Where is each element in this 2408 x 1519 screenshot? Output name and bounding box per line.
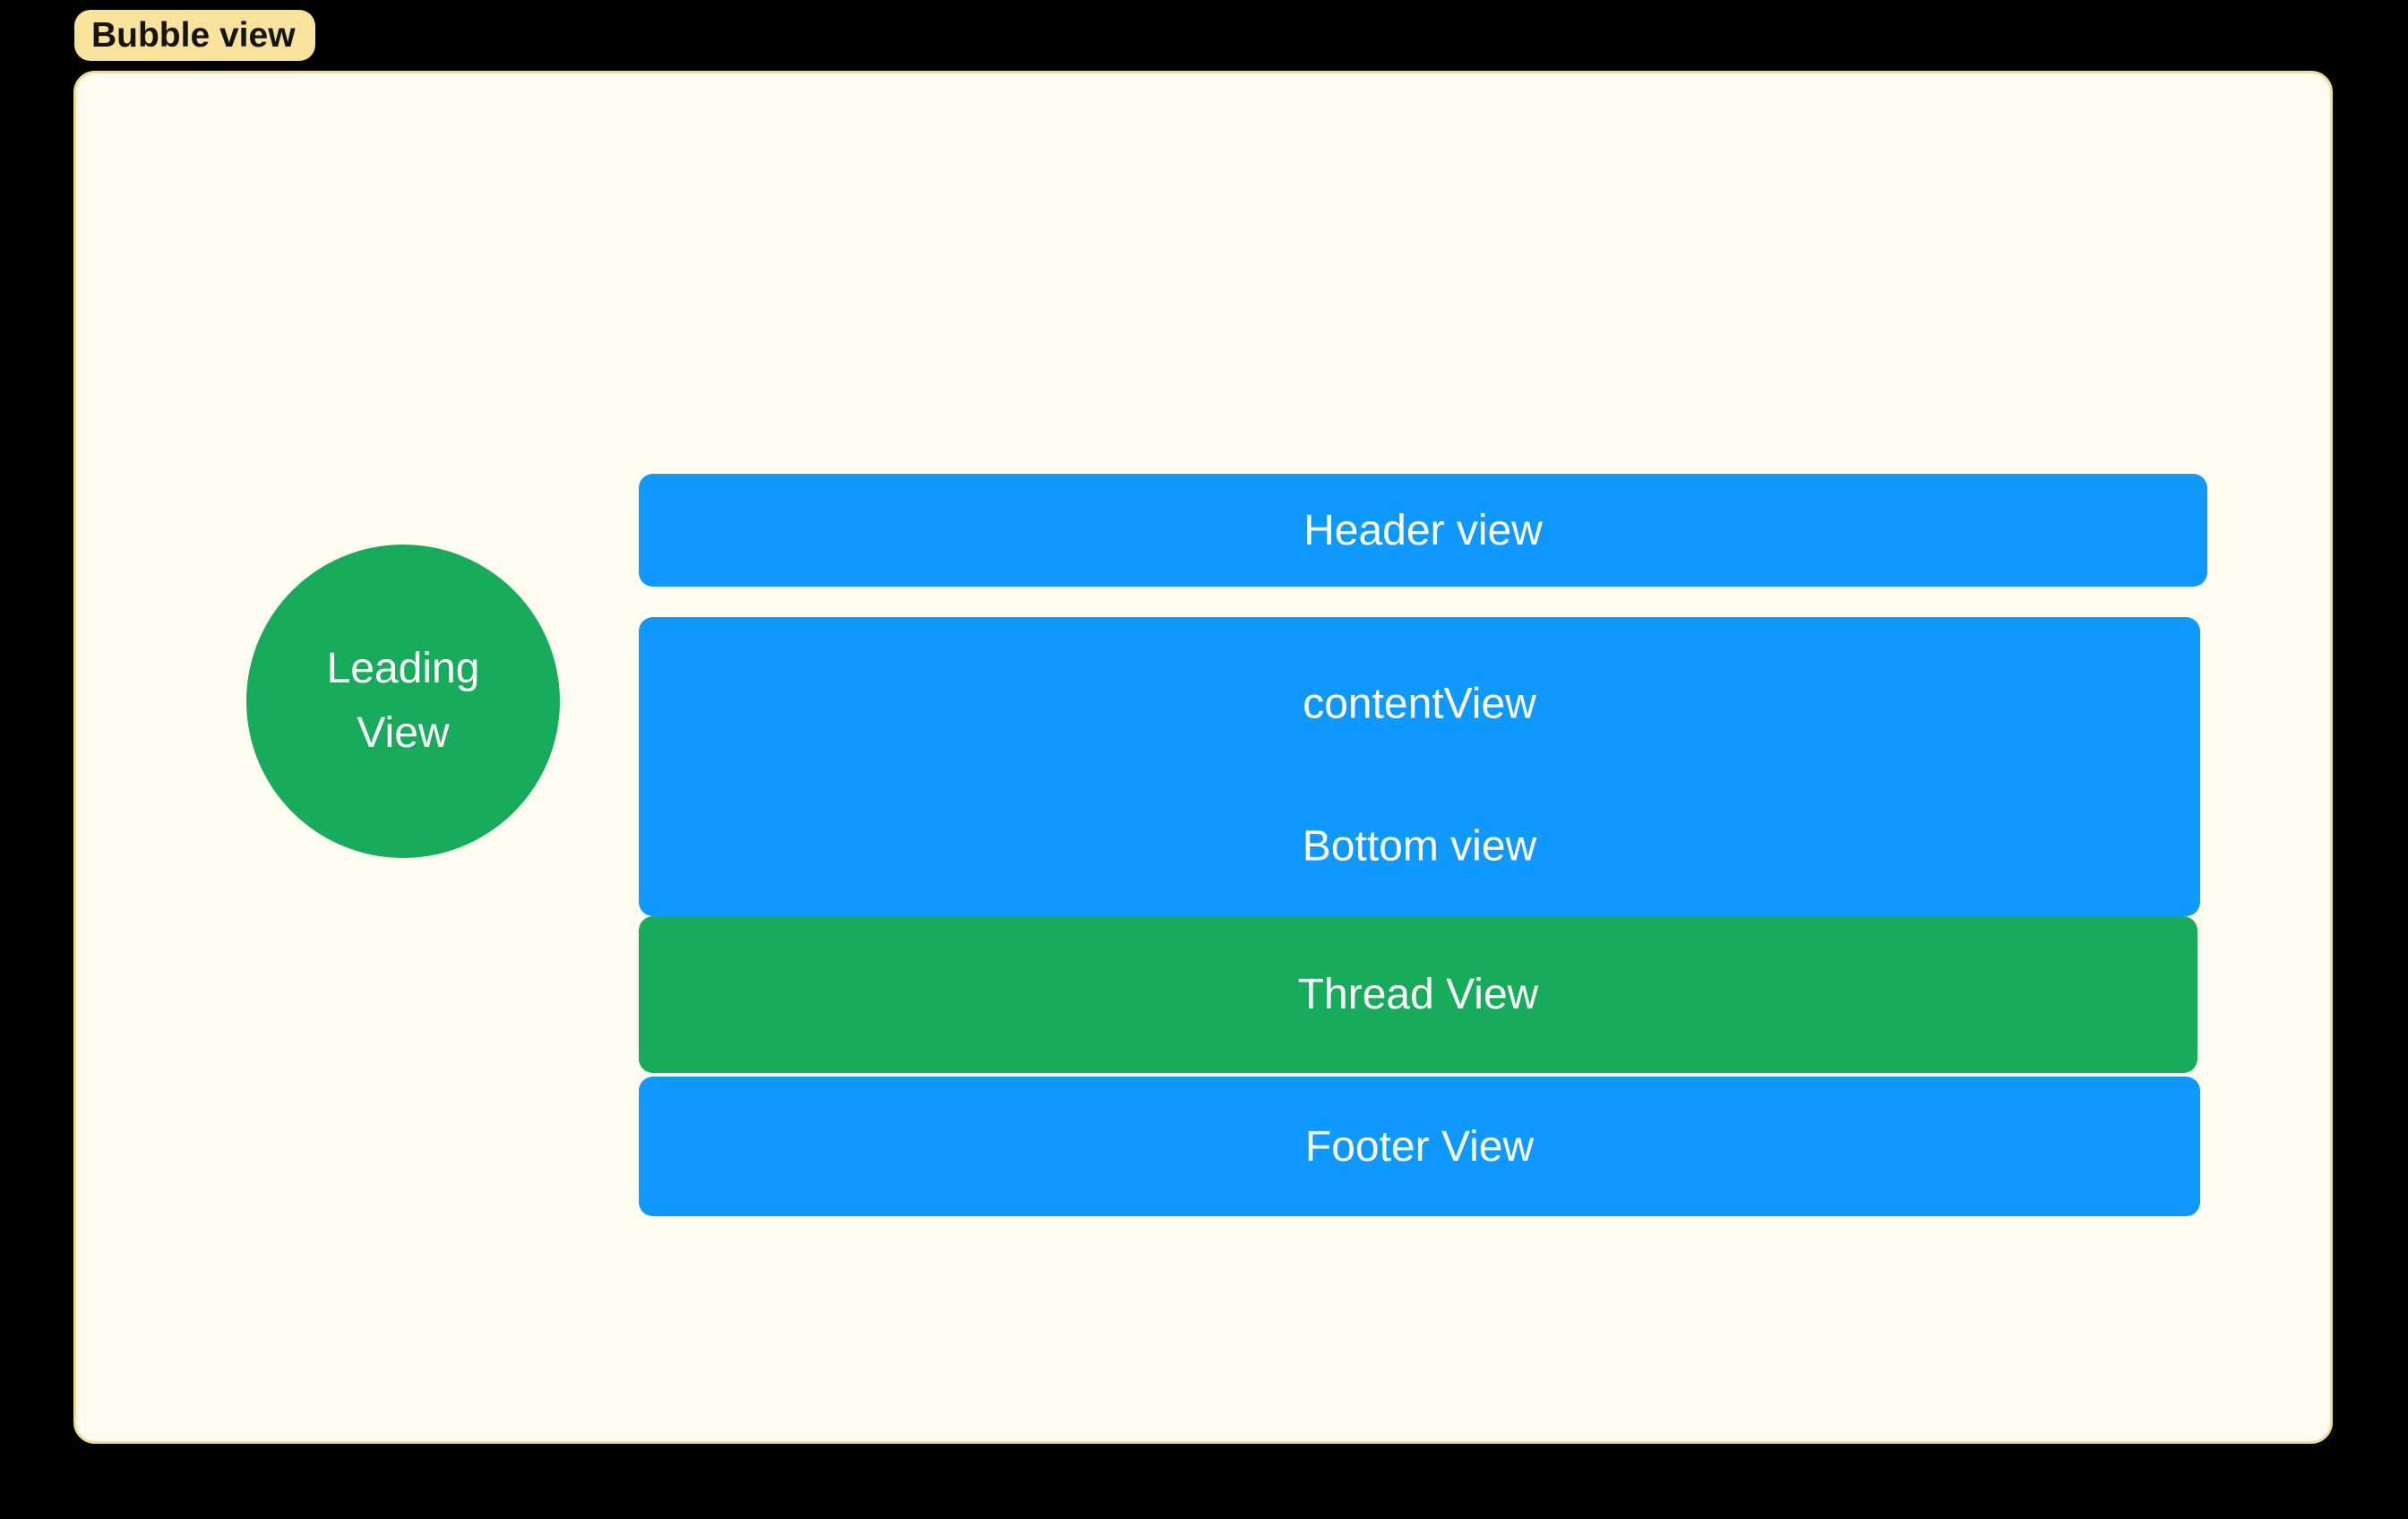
views-stack: Header view contentView Bottom view Thre… — [639, 474, 2207, 1216]
content-view-block: contentView Bottom view — [639, 617, 2200, 916]
thread-view-label: Thread View — [1297, 971, 1539, 1018]
leading-view-label-line1: Leading — [326, 645, 480, 692]
footer-view-label: Footer View — [1304, 1122, 1535, 1171]
thread-view-bar: Thread View — [639, 916, 2197, 1073]
leading-view-circle: Leading View — [246, 545, 560, 858]
header-view-label: Header view — [1303, 506, 1543, 554]
bottom-view-label: Bottom view — [1302, 822, 1537, 871]
bubble-view-panel: Leading View Header view contentView Bot… — [73, 71, 2333, 1444]
content-view-label: contentView — [1303, 680, 1536, 728]
header-view-bar: Header view — [639, 474, 2207, 587]
footer-view-bar: Footer View — [639, 1077, 2200, 1216]
bubble-view-tag[interactable]: Bubble view — [74, 10, 315, 61]
leading-view-label-line2: View — [357, 709, 450, 757]
